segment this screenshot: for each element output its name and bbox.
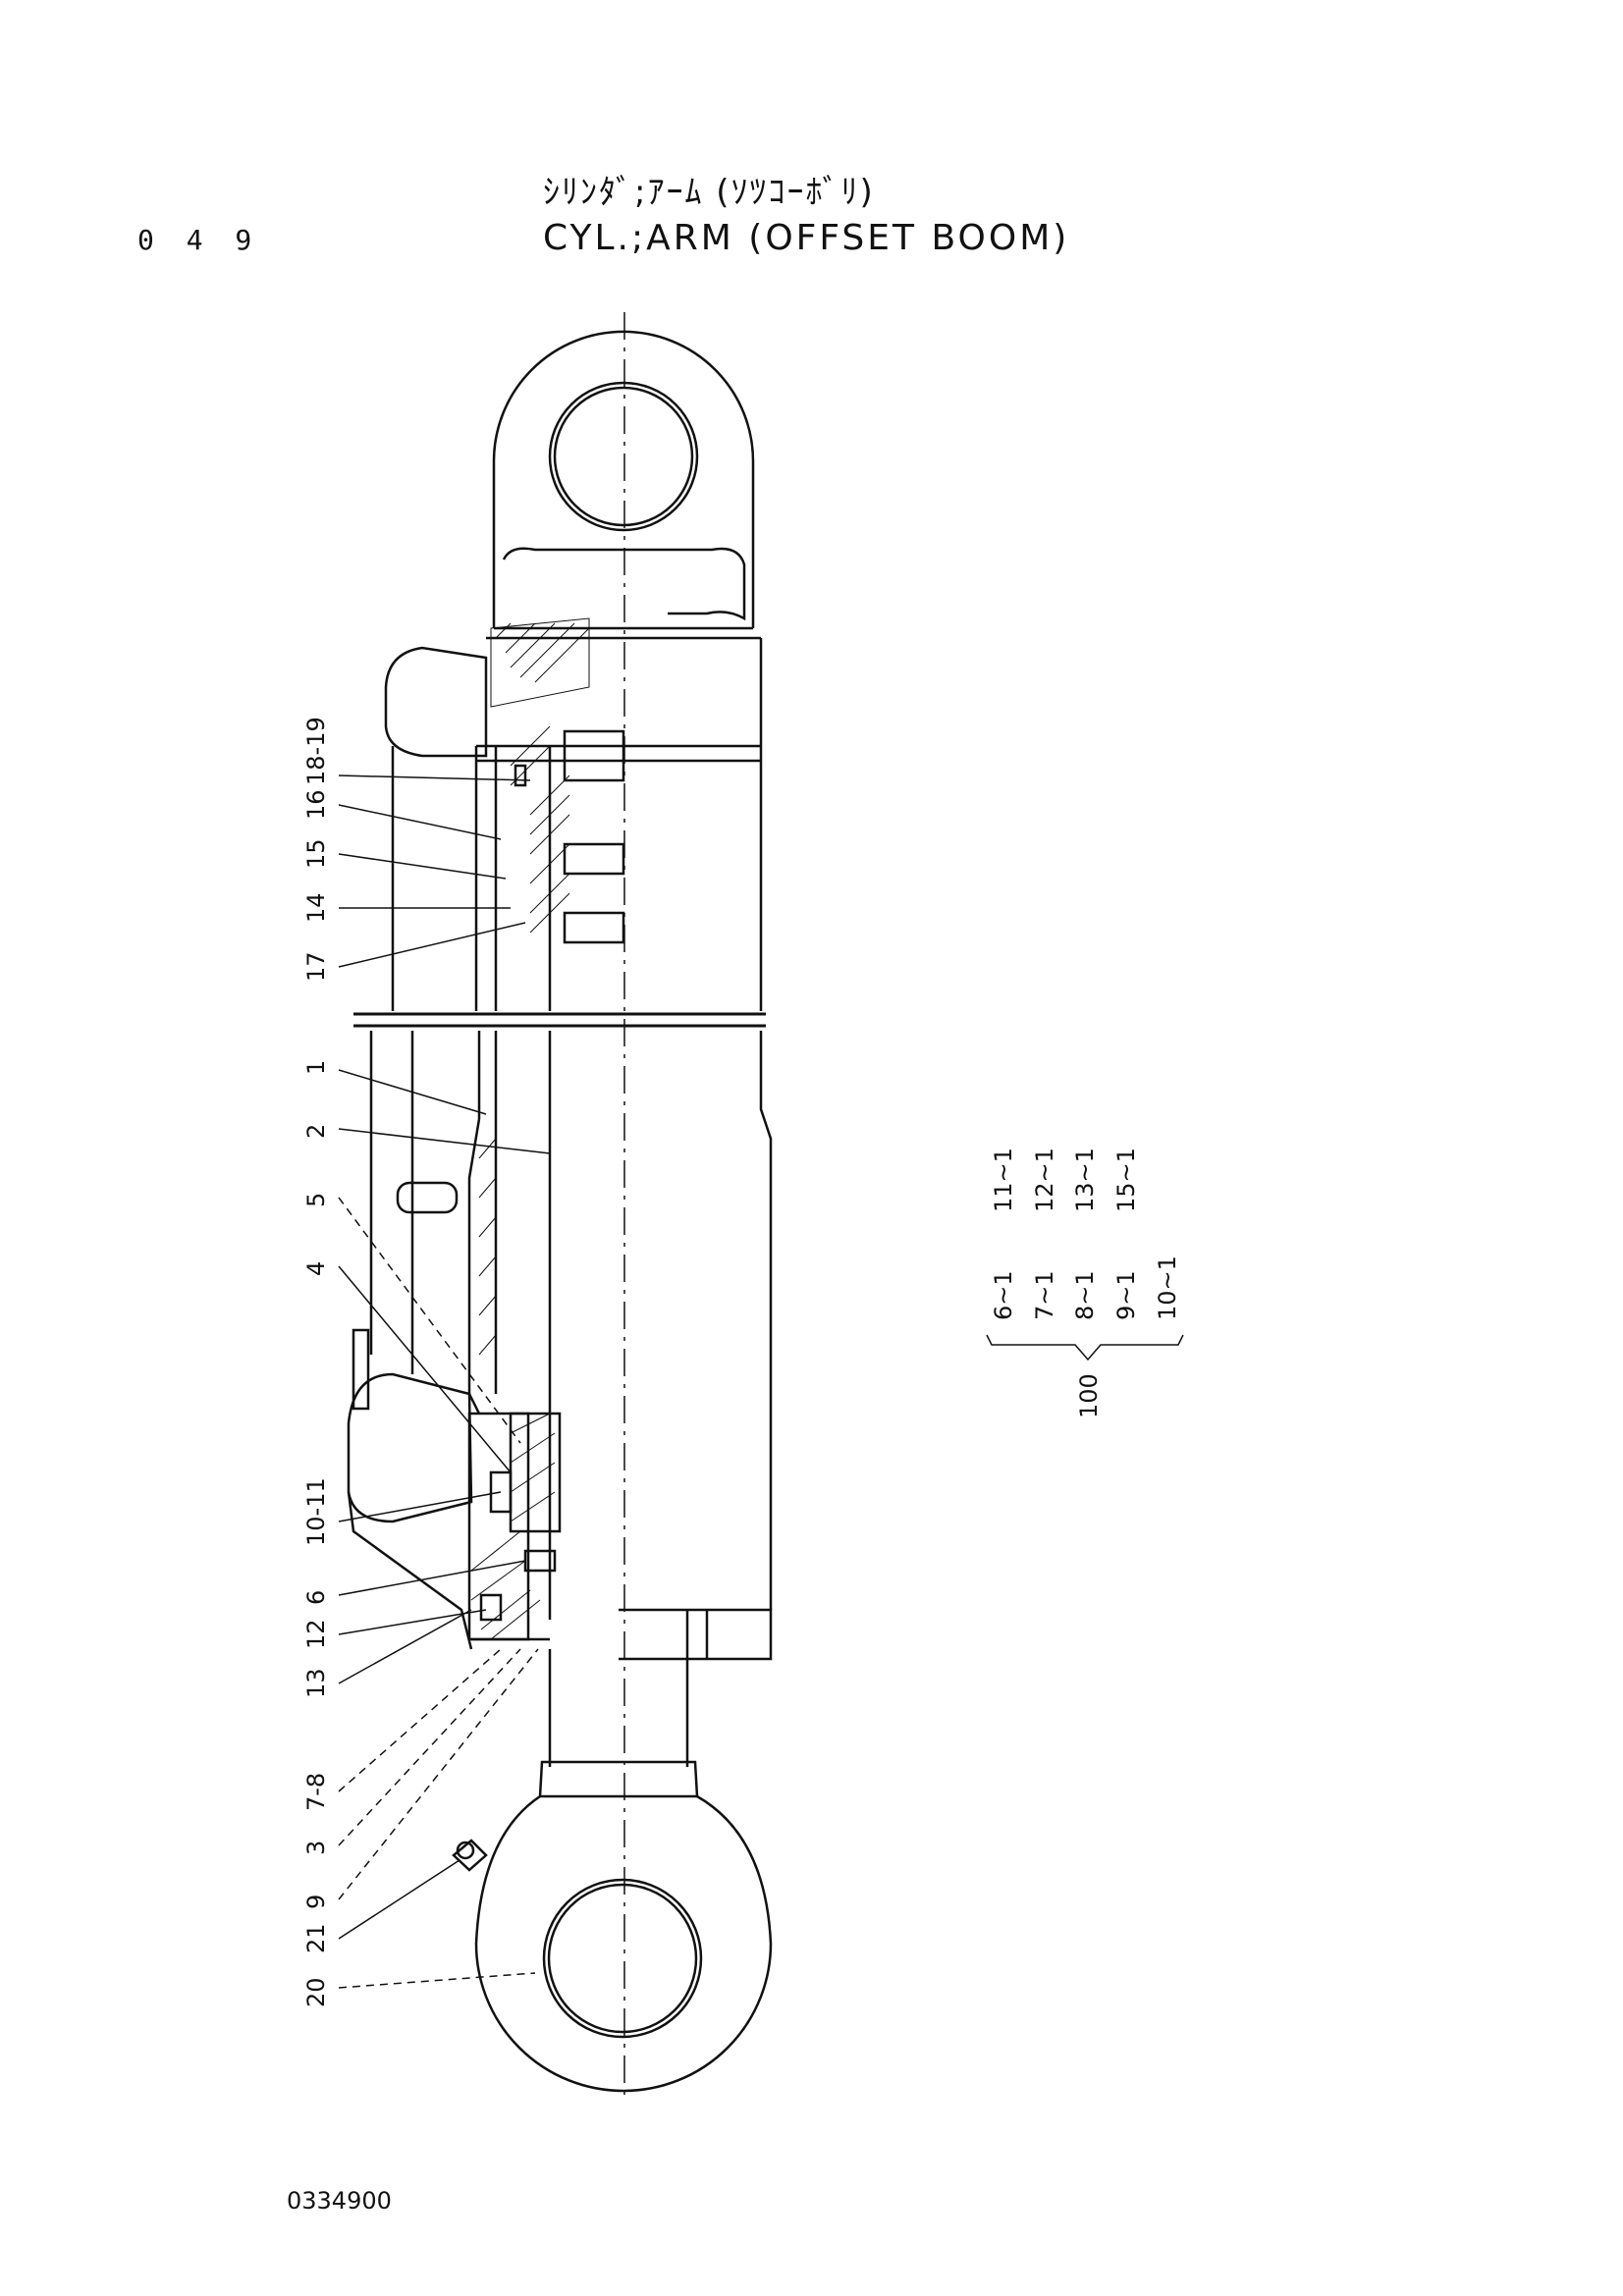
kit-bottom-5: 10~1 bbox=[1154, 1255, 1181, 1320]
callout-4: 4 bbox=[302, 1261, 330, 1276]
cylinder-outline bbox=[347, 312, 773, 2101]
callout-18-19: 18-19 bbox=[302, 717, 330, 785]
kit-top-4: 15~1 bbox=[1112, 1148, 1140, 1212]
seal-kit-list: 11~1 12~1 13~1 15~1 6~1 7~1 8~1 9~1 10~1… bbox=[986, 1148, 1184, 1418]
callout-20: 20 bbox=[302, 1977, 330, 2007]
kit-number: 100 bbox=[1075, 1373, 1103, 1418]
page-number: 0 4 9 bbox=[137, 224, 260, 256]
callout-3: 3 bbox=[302, 1841, 330, 1855]
callout-labels: 18-19 16 15 14 17 1 2 5 4 10-11 6 12 13 … bbox=[302, 717, 330, 2007]
kit-bracket bbox=[986, 1334, 1184, 1362]
kit-top-2: 12~1 bbox=[1031, 1148, 1058, 1212]
section-hatching bbox=[470, 617, 590, 1640]
callout-17: 17 bbox=[302, 951, 330, 982]
kit-top-1: 11~1 bbox=[990, 1148, 1017, 1212]
callout-15: 15 bbox=[302, 838, 330, 869]
kit-bottom-3: 8~1 bbox=[1071, 1270, 1099, 1320]
callout-14: 14 bbox=[302, 892, 330, 923]
callout-1: 1 bbox=[302, 1060, 330, 1075]
callout-7-8: 7-8 bbox=[302, 1773, 330, 1811]
callout-13: 13 bbox=[302, 1668, 330, 1698]
title-japanese: ｼﾘﾝﾀﾞ;ｱｰﾑ (ｿﾂｺｰﾎﾞﾘ) bbox=[543, 173, 875, 212]
callout-2: 2 bbox=[302, 1124, 330, 1139]
callout-9: 9 bbox=[302, 1895, 330, 1909]
callout-10-11: 10-11 bbox=[302, 1477, 330, 1546]
kit-bottom-1: 6~1 bbox=[990, 1270, 1017, 1320]
leader-lines bbox=[338, 774, 551, 1989]
callout-21: 21 bbox=[302, 1923, 330, 1953]
callout-5: 5 bbox=[302, 1193, 330, 1207]
kit-top-3: 13~1 bbox=[1071, 1148, 1099, 1212]
kit-bottom-4: 9~1 bbox=[1112, 1270, 1140, 1320]
kit-bottom-2: 7~1 bbox=[1031, 1270, 1058, 1320]
callout-6: 6 bbox=[302, 1590, 330, 1605]
document-number: 0334900 bbox=[287, 2187, 392, 2215]
callout-12: 12 bbox=[302, 1619, 330, 1649]
title-english: CYL.;ARM (OFFSET BOOM) bbox=[543, 218, 1070, 258]
callout-16: 16 bbox=[302, 789, 330, 820]
